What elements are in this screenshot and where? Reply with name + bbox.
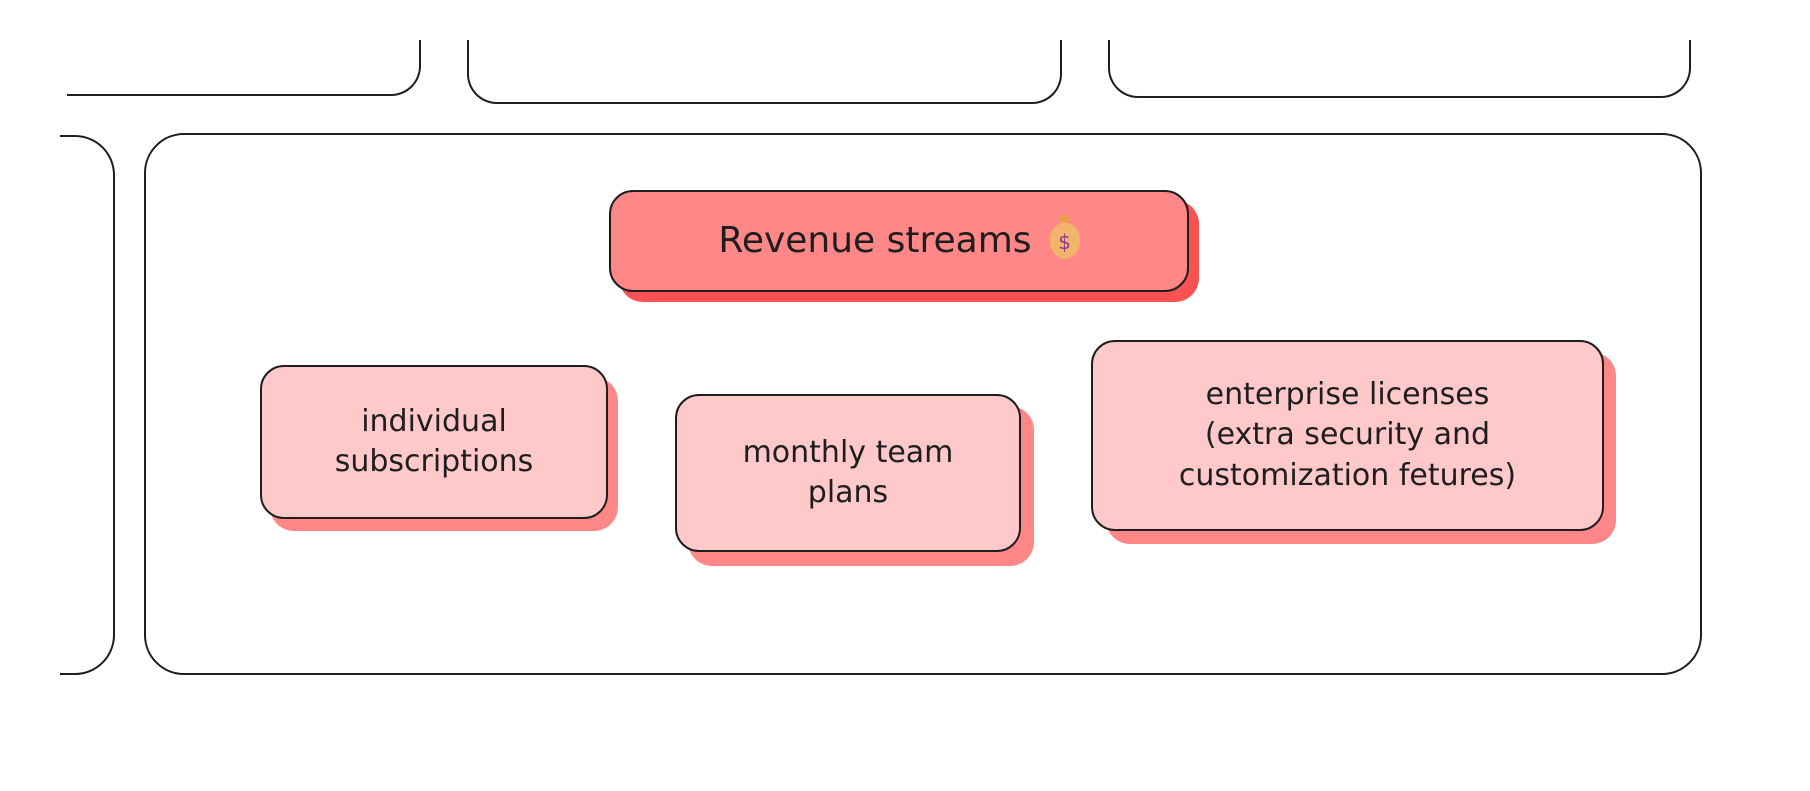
adjacent-frame-top-middle [467, 40, 1062, 104]
adjacent-frame-top-right [1108, 40, 1691, 98]
adjacent-frame-top-left [67, 40, 421, 96]
money-bag-icon: $ [1049, 215, 1080, 259]
adjacent-frame-left [60, 135, 115, 675]
stream-label: individual subscriptions [334, 403, 534, 480]
stream-card-enterprise[interactable]: enterprise licenses (extra security and … [1091, 340, 1604, 531]
revenue-streams-title-card[interactable]: Revenue streams $ [609, 190, 1189, 292]
stream-label: monthly team plans [742, 434, 954, 511]
title-label: Revenue streams [718, 219, 1032, 261]
revenue-streams-frame [144, 133, 1702, 675]
stream-card-individual[interactable]: individual subscriptions [260, 365, 608, 519]
stream-card-team[interactable]: monthly team plans [675, 394, 1021, 552]
stream-label: enterprise licenses (extra security and … [1178, 376, 1517, 493]
